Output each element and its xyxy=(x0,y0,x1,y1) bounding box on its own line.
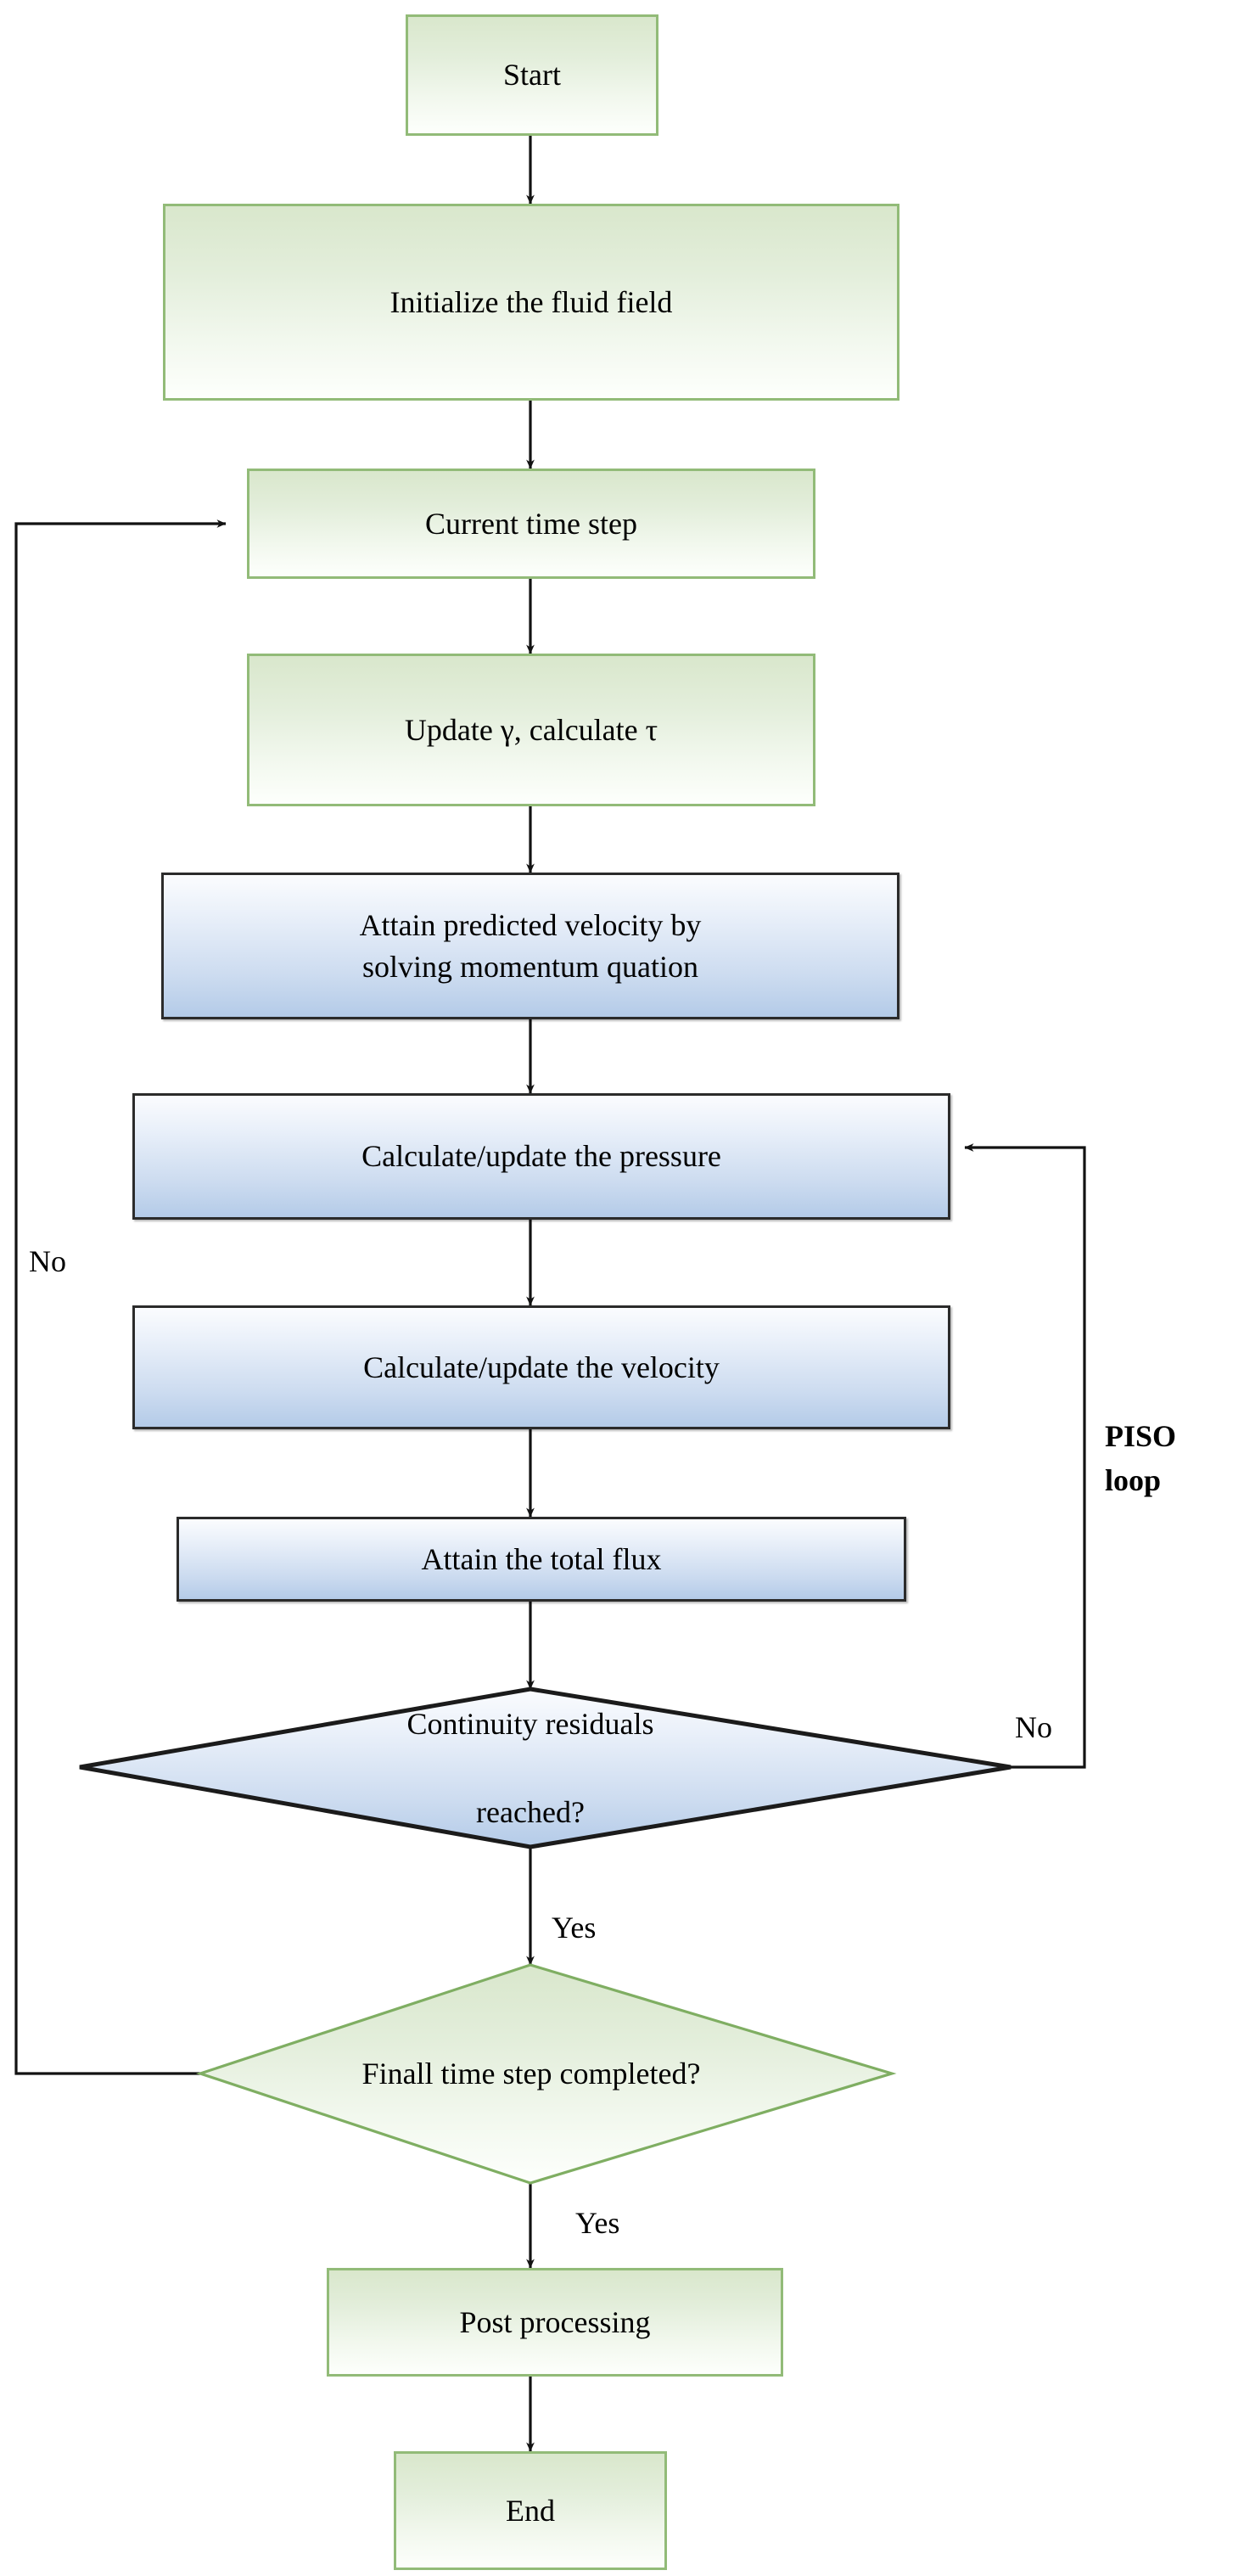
edge-label-piso-loop: PISO loop xyxy=(1105,1419,1177,1498)
decision-continuity-residuals xyxy=(79,1686,1011,1849)
node-start-label: Start xyxy=(503,58,561,93)
decision-final-time-step xyxy=(195,1963,897,2185)
edge-label-yes-final: Yes xyxy=(575,2206,620,2240)
node-attain-total-flux-label: Attain the total flux xyxy=(421,1541,662,1576)
node-current-time-step[interactable]: Current time step xyxy=(247,469,815,579)
node-post-processing-label: Post processing xyxy=(459,2304,651,2339)
node-attain-predicted-velocity-label: Attain predicted velocity by solving mom… xyxy=(359,907,702,984)
node-attain-predicted-velocity[interactable]: Attain predicted velocity by solving mom… xyxy=(161,873,899,1019)
edge-residuals-pressure-piso xyxy=(964,1143,1086,1769)
node-update-gamma-calculate-tau[interactable]: Update γ, calculate τ xyxy=(247,654,815,806)
node-end-label: End xyxy=(506,2493,555,2528)
node-calculate-update-velocity-label: Calculate/update the velocity xyxy=(363,1350,720,1384)
node-start[interactable]: Start xyxy=(406,14,658,136)
edge-finaltime-timestep xyxy=(14,519,227,2075)
node-initialize-fluid-field[interactable]: Initialize the fluid field xyxy=(163,204,899,401)
node-post-processing[interactable]: Post processing xyxy=(327,2268,783,2377)
edge-label-yes-residuals: Yes xyxy=(552,1911,597,1945)
node-end[interactable]: End xyxy=(394,2451,667,2570)
edge-label-no-left: No xyxy=(29,1244,66,1278)
node-calculate-update-velocity[interactable]: Calculate/update the velocity xyxy=(132,1305,950,1429)
node-attain-total-flux[interactable]: Attain the total flux xyxy=(177,1517,906,1602)
node-update-gamma-calculate-tau-label: Update γ, calculate τ xyxy=(404,712,658,747)
edge-label-no-right: No xyxy=(1015,1710,1052,1744)
node-initialize-fluid-field-label: Initialize the fluid field xyxy=(389,284,673,319)
node-calculate-update-pressure[interactable]: Calculate/update the pressure xyxy=(132,1093,950,1220)
node-current-time-step-label: Current time step xyxy=(425,506,637,541)
node-calculate-update-pressure-label: Calculate/update the pressure xyxy=(361,1139,721,1174)
